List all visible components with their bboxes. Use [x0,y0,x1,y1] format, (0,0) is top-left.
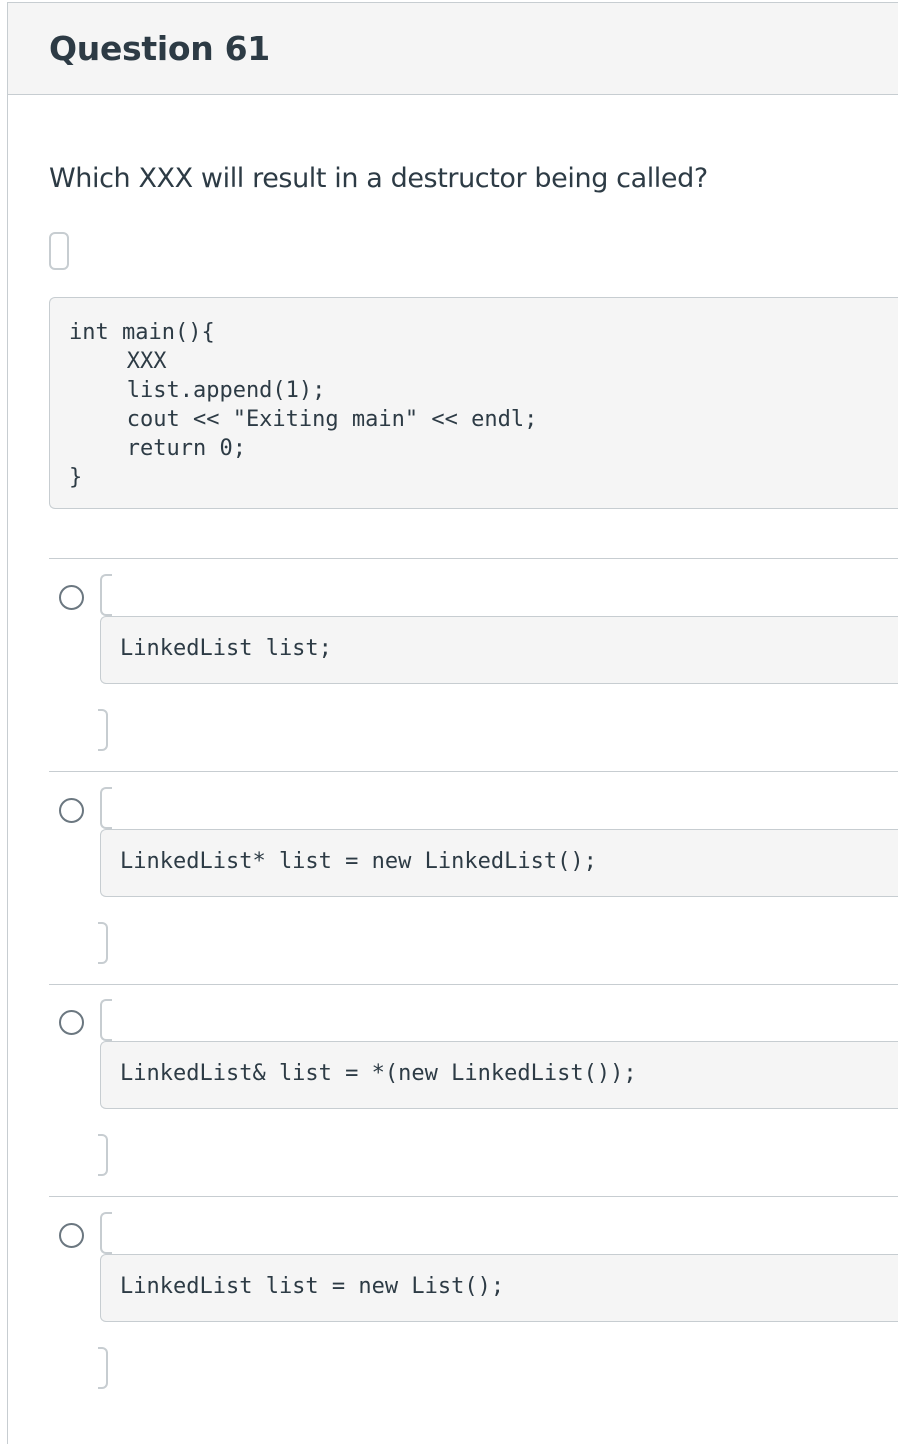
code-line: XXX [87,349,167,374]
code-line: int main(){ [69,320,215,345]
answer-bracket-open [100,1212,112,1254]
question-code-block: int main(){ XXX list.append(1); cout << … [49,297,898,509]
answer-1-code: LinkedList list; [120,636,332,661]
answer-bracket-close [98,1347,108,1389]
answer-divider [49,1196,898,1197]
answer-divider [49,984,898,985]
answer-3-radio[interactable] [59,1010,84,1035]
answer-2-radio[interactable] [59,798,84,823]
answer-4-option[interactable]: LinkedList list = new List(); [100,1254,898,1322]
code-line: list.append(1); [87,378,326,403]
code-line: cout << "Exiting main" << endl; [87,407,538,432]
code-line: return 0; [87,436,246,461]
answer-3-option[interactable]: LinkedList& list = *(new LinkedList()); [100,1041,898,1109]
answer-3-code: LinkedList& list = *(new LinkedList()); [120,1061,637,1086]
question-prompt: Which XXX will result in a destructor be… [49,163,708,194]
quiz-question: Question 61 Which XXX will result in a d… [7,2,898,1444]
answer-2-code: LinkedList* list = new LinkedList(); [120,849,597,874]
answer-4-radio[interactable] [59,1223,84,1248]
empty-code-stub [49,232,69,270]
answer-1-option[interactable]: LinkedList list; [100,616,898,684]
answer-2-option[interactable]: LinkedList* list = new LinkedList(); [100,829,898,897]
answer-bracket-close [98,922,108,964]
answer-bracket-open [100,787,112,829]
answer-bracket-close [98,1134,108,1176]
answer-bracket-open [100,999,112,1041]
answer-divider [49,558,898,559]
answer-divider [49,771,898,772]
code-line: } [69,465,83,490]
question-title: Question 61 [49,29,270,68]
answer-1-radio[interactable] [59,585,84,610]
answer-4-code: LinkedList list = new List(); [120,1274,505,1299]
question-header: Question 61 [8,3,898,95]
answer-bracket-close [98,709,108,751]
answer-bracket-open [100,574,112,616]
